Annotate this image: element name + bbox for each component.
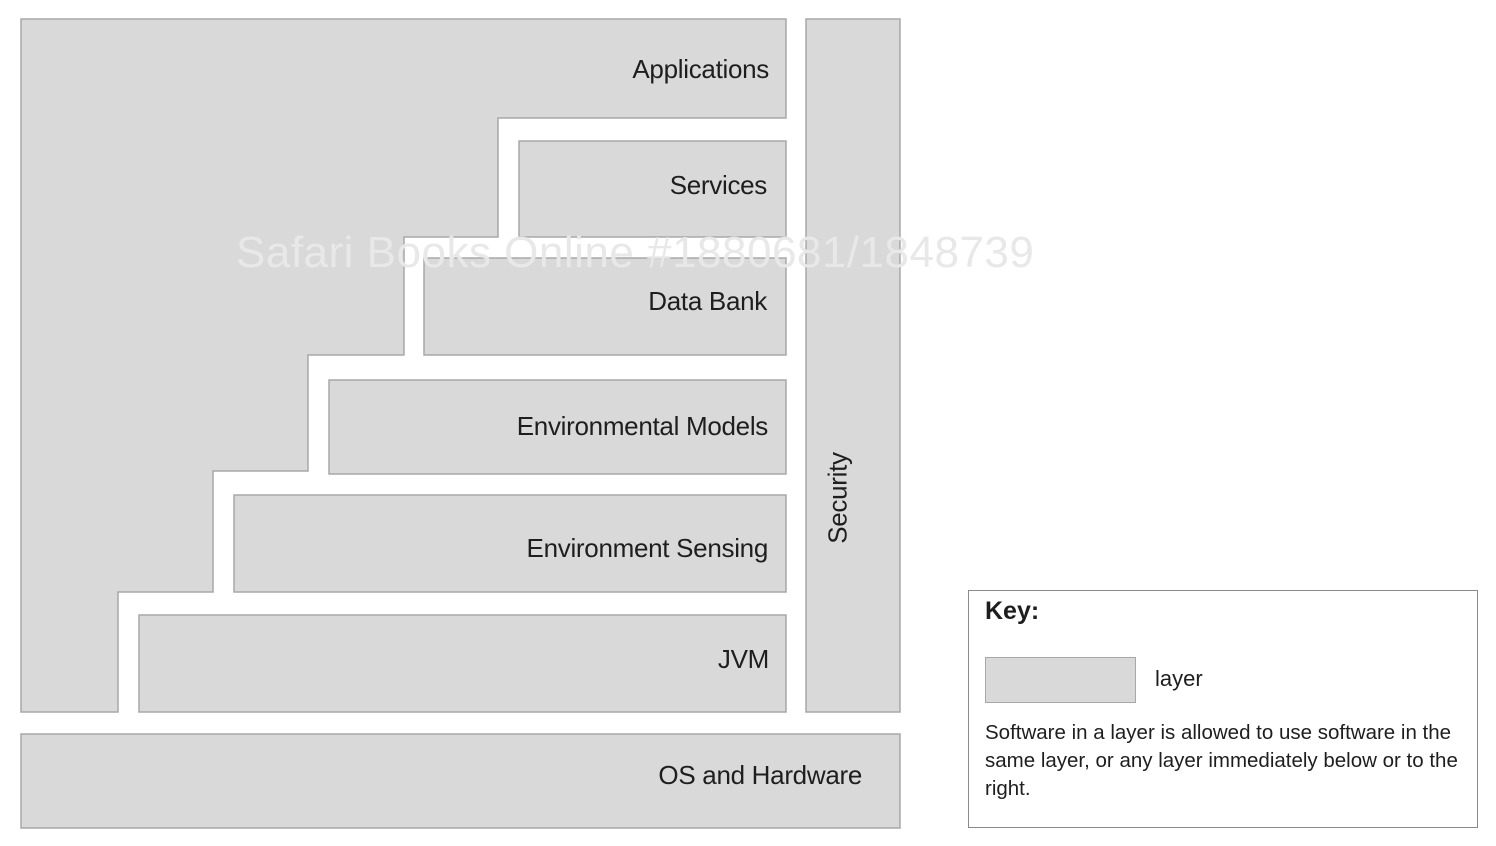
environment-sensing-layer-shape [233,494,787,593]
applications-layer-shape [20,18,787,713]
applications-label: Applications [632,54,769,84]
services-label: Services [669,170,768,200]
layer-swatch [985,657,1136,703]
environmental-models-label: Environmental Models [516,411,769,441]
layer-swatch-label: layer [1155,666,1203,691]
jvm-layer-shape [138,614,787,713]
key-title: Key: [985,597,1040,625]
key-description: Software in a layer is allowed to use so… [985,721,1458,800]
data-bank-layer-shape [423,257,787,356]
key-legend: Key: layer Software in a layer is allowe… [968,590,1478,828]
services-layer-shape [518,140,787,238]
os-hardware-label: OS and Hardware [658,760,862,790]
environmental-models-layer-shape [328,379,787,475]
security-label: Security [822,452,853,544]
security-layer-shape [805,18,901,713]
environment-sensing-label: Environment Sensing [526,533,769,563]
jvm-label: JVM [717,644,769,674]
os-hardware-layer-shape [20,733,901,829]
data-bank-label: Data Bank [648,286,767,316]
